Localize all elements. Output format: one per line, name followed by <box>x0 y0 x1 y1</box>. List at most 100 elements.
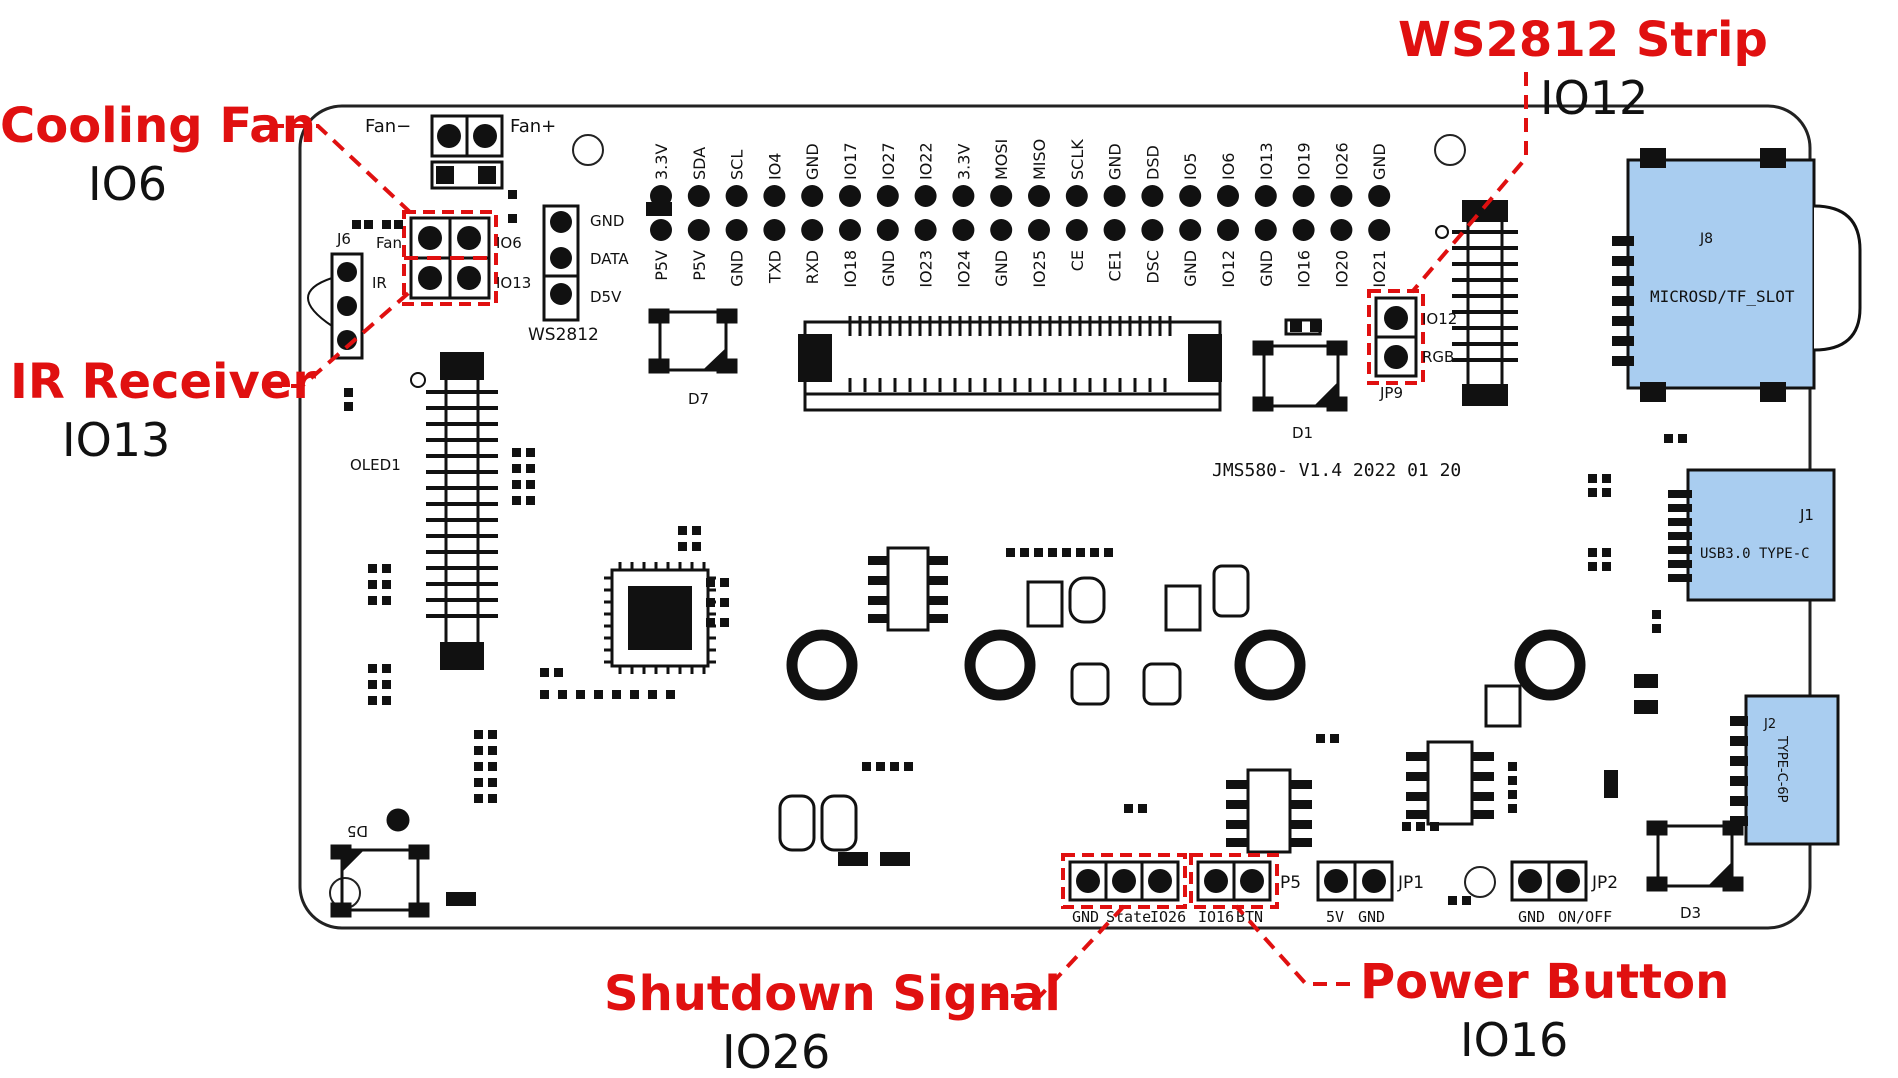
ir-receiver-callout-title: IR Receiver <box>10 354 316 410</box>
ws2812-callout-title: WS2812 Strip <box>1398 12 1768 68</box>
gpio-bottom-pin-label: GND <box>1181 250 1200 287</box>
gpio-pad-bottom <box>952 219 975 241</box>
gpio-pad-top <box>687 185 710 207</box>
p5-header <box>1068 860 1272 902</box>
smd-pads <box>344 190 1687 906</box>
shutdown-callout-title: Shutdown Signal <box>604 966 1061 1022</box>
gpio-pad-bottom <box>725 219 748 241</box>
gpio-bottom-pin-label: IO24 <box>954 250 973 288</box>
jp1-header <box>1316 860 1394 902</box>
gpio-pad-bottom <box>687 219 710 241</box>
gpio-pad-top <box>876 185 899 207</box>
gpio-pad-bottom <box>1368 219 1391 241</box>
fan-ir-highlight <box>402 210 498 306</box>
gpio-bottom-pin-label: RXD <box>803 250 822 284</box>
jp9-highlight <box>1367 289 1425 385</box>
small-ics <box>886 546 1522 854</box>
gpio-pad-bottom <box>1141 219 1164 241</box>
gpio-header <box>650 185 1391 241</box>
p5-io16-label: IO16 <box>1198 908 1234 926</box>
gpio-pad-top <box>1028 185 1050 207</box>
gpio-pad-top <box>1217 185 1239 207</box>
d7-label: D7 <box>688 390 709 408</box>
power-button-callout-io: IO16 <box>1460 1013 1568 1067</box>
gpio-pad-top <box>914 185 937 207</box>
gpio-top-pin-label: SCL <box>728 150 747 180</box>
board-version-label: JMS580- V1.4 2022 01 20 <box>1212 460 1461 481</box>
gpio-pad-bottom <box>650 219 672 241</box>
main-controller-chip <box>604 562 716 674</box>
gpio-bottom-pin-label: GND <box>879 250 898 287</box>
gpio-pad-top <box>952 185 975 207</box>
gpio-pad-bottom <box>876 219 899 241</box>
jp9-label: JP9 <box>1379 384 1403 402</box>
flex-connector <box>798 316 1222 412</box>
p5-state-label: State <box>1106 908 1151 926</box>
j6-label: J6 <box>336 230 351 248</box>
jp2-gnd-label: GND <box>1518 908 1545 926</box>
gpio-top-pin-label: MISO <box>1030 139 1049 180</box>
p5-label: P5 <box>1280 873 1301 893</box>
cooling-fan-leader-line <box>270 124 414 216</box>
d5-label: D5 <box>347 822 368 840</box>
gpio-pad-bottom <box>1217 219 1239 241</box>
gpio-pad-bottom <box>839 219 861 241</box>
gpio-pad-bottom <box>763 219 786 241</box>
gpio-top-pin-label: IO26 <box>1332 142 1351 180</box>
fan-plus-label: Fan+ <box>510 116 556 137</box>
d1-component <box>1252 318 1348 412</box>
gpio-top-pin-label: SDA <box>690 147 709 180</box>
gpio-pad-bottom <box>1254 219 1277 241</box>
gpio-bottom-pin-label: IO21 <box>1370 250 1389 288</box>
gpio-bottom-pin-label: GND <box>992 250 1011 287</box>
gpio-pad-top <box>1292 185 1315 207</box>
gpio-pad-top <box>1368 185 1391 207</box>
jp9-header <box>1374 296 1418 378</box>
gpio-bottom-pin-label: IO16 <box>1295 250 1314 288</box>
gpio-bottom-pin-label: DSC <box>1143 250 1162 284</box>
ws-d5v-label: D5V <box>590 288 622 306</box>
jp9-rgb-label: RGB <box>1422 348 1454 366</box>
gpio-pad-top <box>801 185 824 207</box>
gpio-pad-bottom <box>914 219 937 241</box>
io6-label: IO6 <box>496 234 522 252</box>
gpio-top-pin-label: IO4 <box>765 153 784 181</box>
oled-connector <box>410 352 498 670</box>
ws2812-callout-io: IO12 <box>1540 71 1648 125</box>
large-standoffs <box>786 629 1586 701</box>
gpio-pad-top <box>1103 185 1126 207</box>
oled-label: OLED1 <box>350 456 401 474</box>
cooling-fan-callout-io: IO6 <box>88 157 167 211</box>
gpio-bottom-pin-label: GND <box>1257 250 1276 287</box>
gpio-pad-top <box>990 185 1013 207</box>
j8-label: J8 <box>1699 231 1713 247</box>
d3-label: D3 <box>1680 904 1701 922</box>
jp1-5v-label: 5V <box>1326 908 1344 926</box>
gpio-pad-top <box>1330 185 1353 207</box>
jp2-header <box>1510 860 1588 902</box>
board-outline <box>298 104 1812 930</box>
gpio-pad-bottom <box>1179 219 1202 241</box>
gpio-top-pin-label: IO22 <box>917 142 936 180</box>
gpio-top-pin-label: IO27 <box>879 142 898 180</box>
gpio-pad-top <box>650 185 672 207</box>
ws2812-header <box>542 204 580 322</box>
gpio-pad-top <box>1065 185 1088 207</box>
d7-component <box>648 308 738 374</box>
gpio-pad-bottom <box>801 219 824 241</box>
gpio-top-pin-label: IO13 <box>1257 142 1276 180</box>
microsd-label: MICROSD/TF_SLOT <box>1650 287 1795 306</box>
d1-label: D1 <box>1292 424 1313 442</box>
ic-pins <box>868 556 1494 847</box>
jp1-label: JP1 <box>1397 873 1424 893</box>
gpio-pad-top <box>839 185 861 207</box>
gpio-bottom-pin-label: CE <box>1068 250 1087 271</box>
gpio-bottom-pin-label: TXD <box>765 250 784 284</box>
gpio-pad-bottom <box>1028 219 1050 241</box>
gpio-top-pin-label: 3.3V <box>954 144 973 180</box>
ws-gnd-label: GND <box>590 212 624 230</box>
microsd-slot <box>1612 148 1862 402</box>
